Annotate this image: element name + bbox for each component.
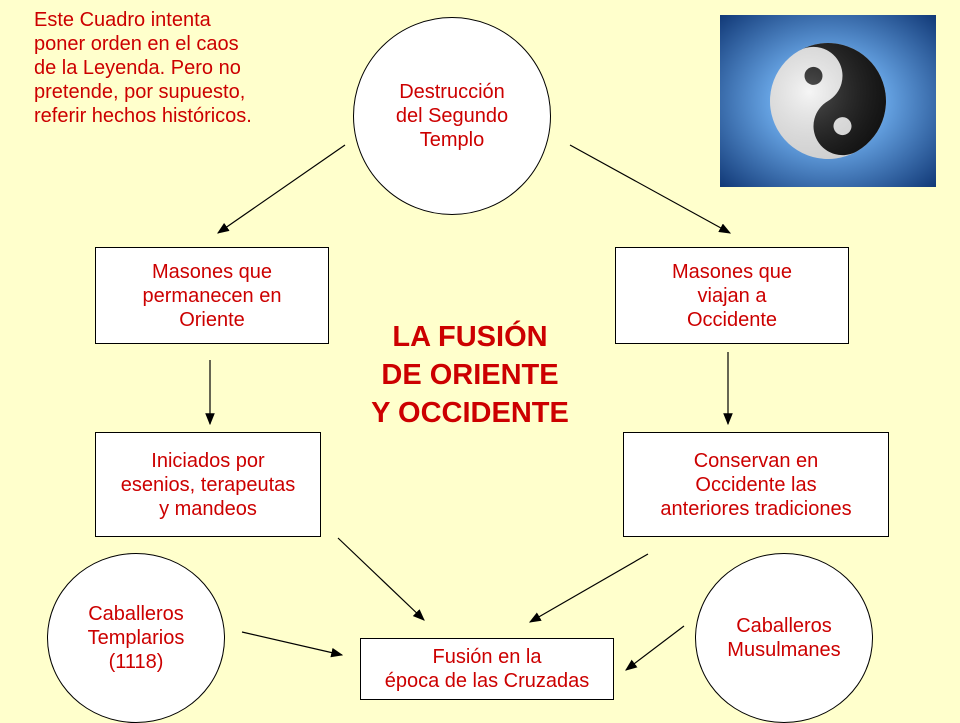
node-iniciados: Iniciados por esenios, terapeutas y mand… — [95, 432, 321, 537]
node-fusion: Fusión en la época de las Cruzadas — [360, 638, 614, 700]
node-masones-occidente: Masones que viajan a Occidente — [615, 247, 849, 344]
node-musulmanes: Caballeros Musulmanes — [695, 553, 873, 723]
disclaimer-note: Este Cuadro intenta poner orden en el ca… — [34, 9, 252, 127]
diagram-title: LA FUSIÓN DE ORIENTE Y OCCIDENTE — [371, 321, 569, 429]
arrow-destruccion-to-oriente — [217, 144, 346, 234]
arrow-templarios-to-fusion — [241, 631, 344, 658]
node-destruccion: Destrucción del Segundo Templo — [353, 17, 551, 215]
arrow-musulmanes-to-fusion — [625, 625, 685, 671]
yin-yang-icon — [720, 15, 936, 187]
arrow-iniciados-to-fusion — [337, 537, 425, 621]
yin-yang-image — [720, 15, 936, 187]
node-templarios: Caballeros Templarios (1118) — [47, 553, 225, 723]
node-conservan: Conservan en Occidente las anteriores tr… — [623, 432, 889, 537]
node-masones-oriente: Masones que permanecen en Oriente — [95, 247, 329, 344]
arrow-destruccion-to-occidente — [569, 144, 732, 234]
arrow-conservan-to-fusion — [528, 553, 649, 623]
